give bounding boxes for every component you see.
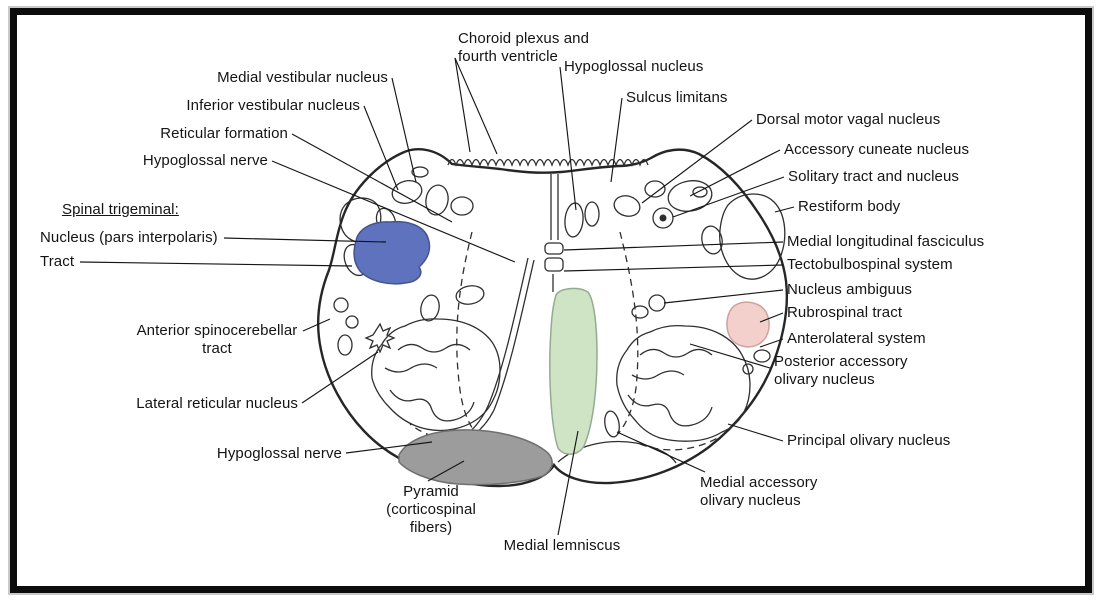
label-reticular-formation: Reticular formation bbox=[160, 125, 288, 142]
medial-lemniscus-region bbox=[549, 287, 598, 455]
label-spinal-trigeminal-nucleus: Nucleus (pars interpolaris) bbox=[40, 229, 218, 246]
label-solitary-tract-and-nucleus: Solitary tract and nucleus bbox=[788, 168, 960, 185]
lateral-reticular-star bbox=[364, 322, 396, 354]
spinal-trigeminal-region bbox=[353, 220, 431, 285]
medial-accessory-olivary-outline bbox=[604, 410, 620, 438]
label-anterolateral-system: Anterolateral system bbox=[787, 330, 926, 347]
mlf-box bbox=[544, 242, 564, 255]
leader-line bbox=[301, 351, 379, 404]
rubrospinal-tract-region bbox=[726, 301, 770, 348]
label-principal-olivary-nucleus: Principal olivary nucleus bbox=[787, 432, 951, 449]
label-pyramid: Pyramid (corticospinal fibers) bbox=[386, 483, 476, 536]
leader-line bbox=[363, 105, 399, 191]
label-posterior-accessory-olivary-nucleus: Posterior accessory olivary nucleus bbox=[774, 353, 908, 388]
leader-line bbox=[345, 441, 433, 454]
label-medial-vestibular-nucleus: Medial vestibular nucleus bbox=[217, 69, 388, 86]
leader-lines bbox=[79, 57, 795, 536]
leader-line bbox=[689, 149, 781, 197]
label-nucleus-ambiguus: Nucleus ambiguus bbox=[787, 281, 912, 298]
label-rubrospinal-tract: Rubrospinal tract bbox=[787, 304, 903, 321]
label-spinal-trigeminal-tract: Tract bbox=[40, 253, 75, 270]
leader-line bbox=[454, 57, 471, 153]
label-hypoglossal-nerve-ventral: Hypoglossal nerve bbox=[216, 445, 342, 462]
tectobulbospinal-box bbox=[544, 257, 564, 272]
leader-line bbox=[727, 423, 784, 442]
leader-line bbox=[454, 57, 498, 155]
label-dorsal-motor-vagal-nucleus: Dorsal motor vagal nucleus bbox=[756, 111, 941, 128]
label-anterior-spinocerebellar-tract: Anterior spinocerebellar tract bbox=[136, 322, 298, 357]
label-lateral-reticular-nucleus: Lateral reticular nucleus bbox=[136, 395, 298, 412]
pyramid-region bbox=[398, 429, 553, 486]
leader-line bbox=[302, 318, 331, 332]
solitary-tract-ring bbox=[652, 207, 674, 229]
leader-line bbox=[559, 66, 577, 211]
leader-line bbox=[427, 460, 465, 482]
leader-line bbox=[291, 133, 453, 223]
choroid-plexus-squiggle bbox=[447, 158, 649, 167]
label-inferior-vestibular-nucleus: Inferior vestibular nucleus bbox=[186, 97, 360, 114]
internal-nuclei-outlines bbox=[333, 166, 786, 438]
leader-line bbox=[271, 160, 516, 263]
leader-line bbox=[391, 77, 417, 183]
label-accessory-cuneate-nucleus: Accessory cuneate nucleus bbox=[784, 141, 970, 158]
figure-border bbox=[10, 8, 1092, 593]
leader-line bbox=[610, 97, 623, 183]
label-sulcus-limitans: Sulcus limitans bbox=[626, 89, 728, 106]
label-hypoglossal-nucleus: Hypoglossal nucleus bbox=[564, 58, 704, 75]
leader-line bbox=[641, 119, 753, 204]
label-hypoglossal-nerve-dorsal: Hypoglossal nerve bbox=[142, 152, 268, 169]
label-medial-longitudinal-fasciculus: Medial longitudinal fasciculus bbox=[787, 233, 985, 250]
solitary-tract-dot bbox=[659, 214, 667, 222]
leader-line bbox=[672, 176, 785, 218]
leader-line bbox=[759, 312, 784, 323]
label-tectobulbospinal-system: Tectobulbospinal system bbox=[787, 256, 953, 273]
leader-line bbox=[774, 206, 795, 213]
leader-line bbox=[557, 430, 579, 536]
label-spinal-trigeminal-heading: Spinal trigeminal: bbox=[62, 201, 179, 218]
label-medial-lemniscus: Medial lemniscus bbox=[503, 537, 621, 554]
leader-line bbox=[79, 261, 353, 267]
label-medial-accessory-olivary-nucleus: Medial accessory olivary nucleus bbox=[700, 474, 818, 509]
leader-line bbox=[616, 431, 706, 473]
label-choroid-plexus: Choroid plexus and fourth ventricle bbox=[458, 30, 590, 65]
leader-line bbox=[563, 264, 784, 272]
restiform-body-outline bbox=[719, 193, 786, 280]
right-olivary-complex bbox=[616, 324, 751, 442]
leader-line bbox=[223, 237, 387, 243]
leader-line bbox=[663, 289, 784, 304]
reticular-boundary-dashed-right bbox=[617, 231, 639, 435]
label-restiform-body: Restiform body bbox=[798, 198, 901, 215]
leader-line bbox=[689, 343, 771, 369]
leader-line bbox=[563, 241, 784, 251]
leader-line bbox=[759, 338, 784, 348]
